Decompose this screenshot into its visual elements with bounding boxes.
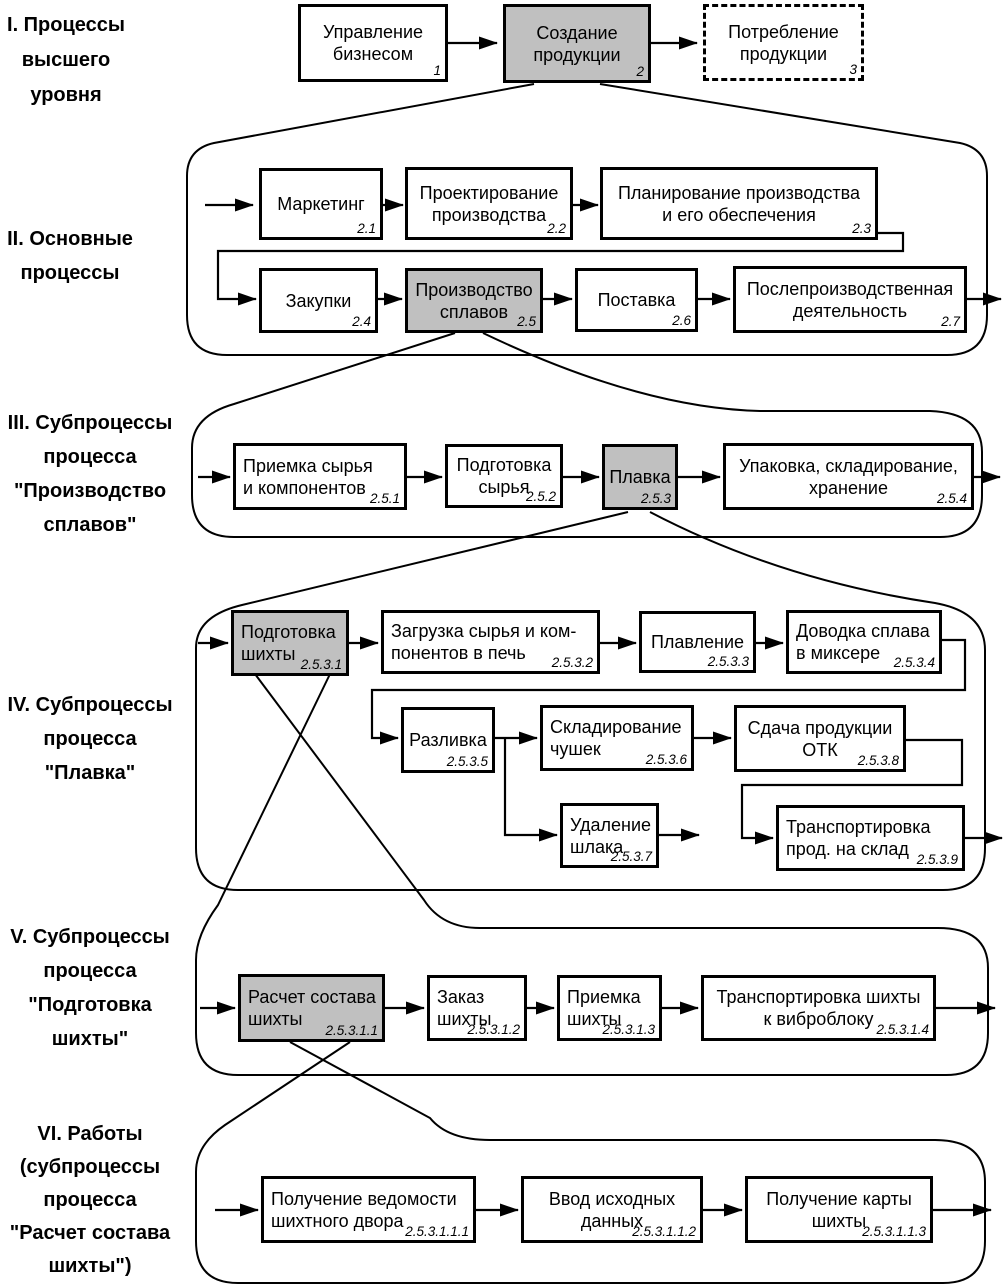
process-box-2.5.3.8: Сдача продукции ОТК 2.5.3.8 bbox=[734, 705, 906, 772]
level-3-label: III. Субпроцессы процесса "Производство … bbox=[7, 412, 173, 536]
process-box-2.5.3.1.4: Транспортировка шихты к виброблоку 2.5.3… bbox=[701, 975, 936, 1041]
process-box-2.5.1: Приемка сырья и компонентов 2.5.1 bbox=[233, 443, 407, 510]
process-box-2.5.3.2: Загрузка сырья и ком- понентов в печь 2.… bbox=[381, 610, 600, 674]
container-level-II bbox=[186, 83, 988, 356]
process-box-2.5.3.9: Транспортировка прод. на склад 2.5.3.9 bbox=[776, 805, 965, 871]
process-box-2.5.3.1.1.2: Ввод исходных данных 2.5.3.1.1.2 bbox=[521, 1176, 703, 1243]
level-4-label: IV. Субпроцессы процесса "Плавка" bbox=[7, 694, 173, 784]
process-box-2: Создание продукции 2 bbox=[503, 4, 651, 83]
process-box-2.5.4: Упаковка, складирование, хранение 2.5.4 bbox=[723, 443, 974, 510]
process-box-2.5.3.4: Доводка сплава в миксере 2.5.3.4 bbox=[786, 610, 942, 674]
connector-2.5.3.8-to-2.5.3.9 bbox=[740, 738, 964, 845]
process-box-2.5.3.1.1: Расчет состава шихты 2.5.3.1.1 bbox=[238, 974, 385, 1042]
process-box-2.3: Планирование производства и его обеспече… bbox=[600, 167, 878, 240]
process-box-2.5.3.1.1.3: Получение карты шихты 2.5.3.1.1.3 bbox=[745, 1176, 933, 1243]
process-box-2.5.3.6: Складирование чушек 2.5.3.6 bbox=[540, 705, 694, 771]
process-box-2.7: Послепроизводственная деятельность 2.7 bbox=[733, 266, 967, 333]
branch-connector-to-2.5.3.7 bbox=[503, 738, 558, 842]
process-box-2.5.3: Плавка 2.5.3 bbox=[602, 444, 678, 510]
container-level-VI bbox=[195, 1041, 986, 1284]
process-box-2.5.3.5: Разливка 2.5.3.5 bbox=[401, 707, 495, 773]
process-box-2.5.3.1.2: Заказ шихты 2.5.3.1.2 bbox=[427, 975, 527, 1041]
container-level-IV bbox=[195, 511, 986, 891]
connector-2.5.3.4-to-2.5.3.5 bbox=[370, 638, 967, 745]
process-box-2.5.3.1: Подготовка шихты 2.5.3.1 bbox=[231, 610, 349, 676]
process-box-2.5.3.7: Удаление шлака 2.5.3.7 bbox=[560, 803, 659, 868]
container-level-III bbox=[191, 332, 983, 538]
level-5-label: V. Субпроцессы процесса "Подготовка шихт… bbox=[10, 926, 170, 1050]
level-2-label: II. Основные процессы bbox=[7, 228, 133, 284]
process-box-3: Потребление продукции 3 bbox=[703, 4, 864, 81]
container-level-V bbox=[195, 673, 989, 1076]
process-box-1: Управление бизнесом 1 bbox=[298, 4, 448, 82]
process-box-2.5.3.1.1.1: Получение ведомости шихтного двора 2.5.3… bbox=[261, 1176, 476, 1243]
process-box-2.4: Закупки 2.4 bbox=[259, 268, 378, 333]
process-box-2.2: Проектирование производства 2.2 bbox=[405, 167, 573, 240]
process-box-2.5.3.1.3: Приемка шихты 2.5.3.1.3 bbox=[557, 975, 662, 1041]
process-box-2.1: Маркетинг 2.1 bbox=[259, 168, 383, 240]
level-6-label: VI. Работы (субпроцессы процесса "Расчет… bbox=[9, 1123, 171, 1277]
level-1-label: I. Процессы высшего уровня bbox=[7, 14, 125, 106]
process-box-2.5.2: Подготовка сырья 2.5.2 bbox=[445, 444, 563, 508]
process-box-2.5.3.3: Плавление 2.5.3.3 bbox=[639, 611, 756, 673]
feedback-connector-2.3-to-2.4 bbox=[216, 231, 905, 306]
process-box-2.5: Производство сплавов 2.5 bbox=[405, 268, 543, 333]
process-box-2.6: Поставка 2.6 bbox=[575, 268, 698, 332]
